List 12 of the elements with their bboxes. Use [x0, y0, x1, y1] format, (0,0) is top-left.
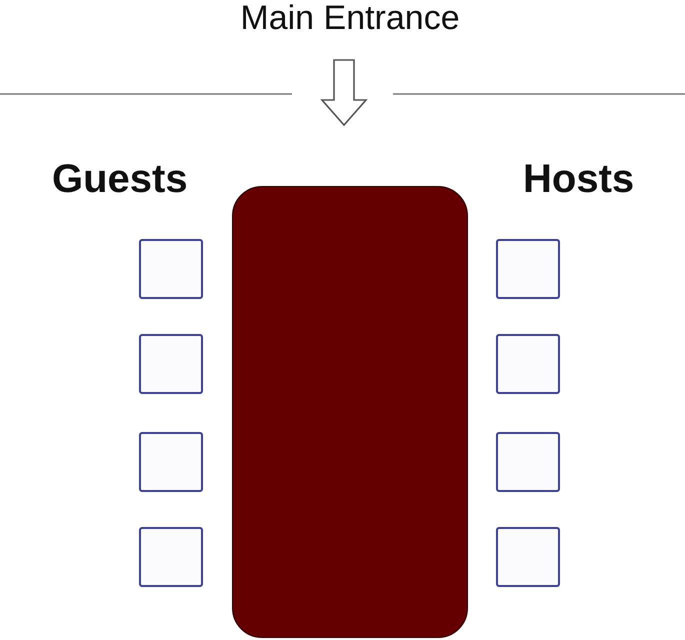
chair: [139, 239, 203, 299]
entrance-label: Main Entrance: [240, 1, 460, 35]
dining-table: [232, 186, 468, 638]
chair: [496, 527, 560, 587]
chair: [139, 334, 203, 394]
side-heading: Guests: [52, 159, 188, 199]
chair: [139, 432, 203, 492]
chair: [139, 527, 203, 587]
chair: [496, 334, 560, 394]
chair: [496, 432, 560, 492]
side-heading: Hosts: [523, 159, 634, 199]
chair: [496, 239, 560, 299]
